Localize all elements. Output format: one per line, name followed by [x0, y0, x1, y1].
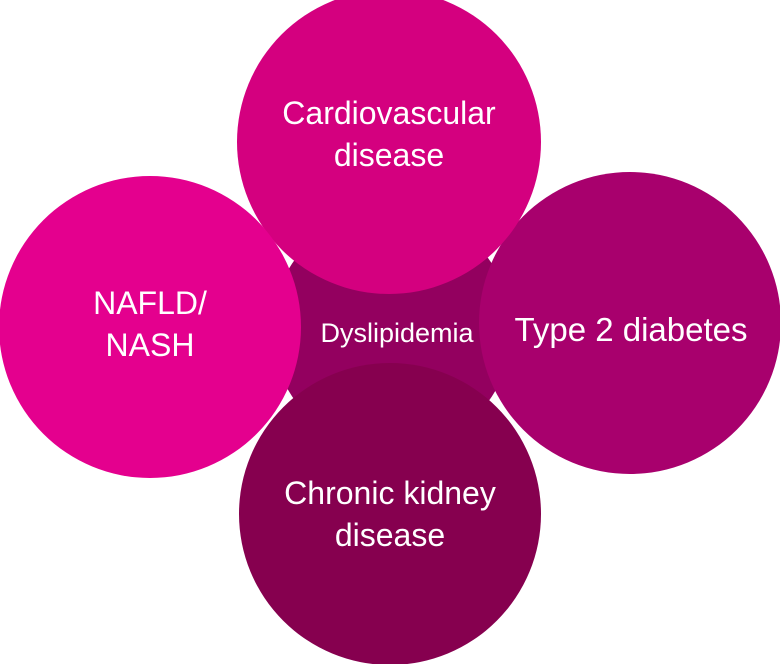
- chronic-kidney-circle: [239, 363, 541, 664]
- center-label: Dyslipidemia: [320, 318, 474, 349]
- chronic-kidney-label: Chronic kidney disease: [284, 475, 496, 553]
- type2-diabetes-circle: [479, 172, 780, 474]
- cardiovascular-circle: [237, 0, 541, 294]
- cardiovascular-label: Cardiovascular disease: [282, 95, 496, 173]
- nafld-label: NAFLD/ NASH: [93, 285, 207, 363]
- nafld-circle: [0, 176, 301, 478]
- type2-diabetes-label: Type 2 diabetes: [514, 310, 748, 348]
